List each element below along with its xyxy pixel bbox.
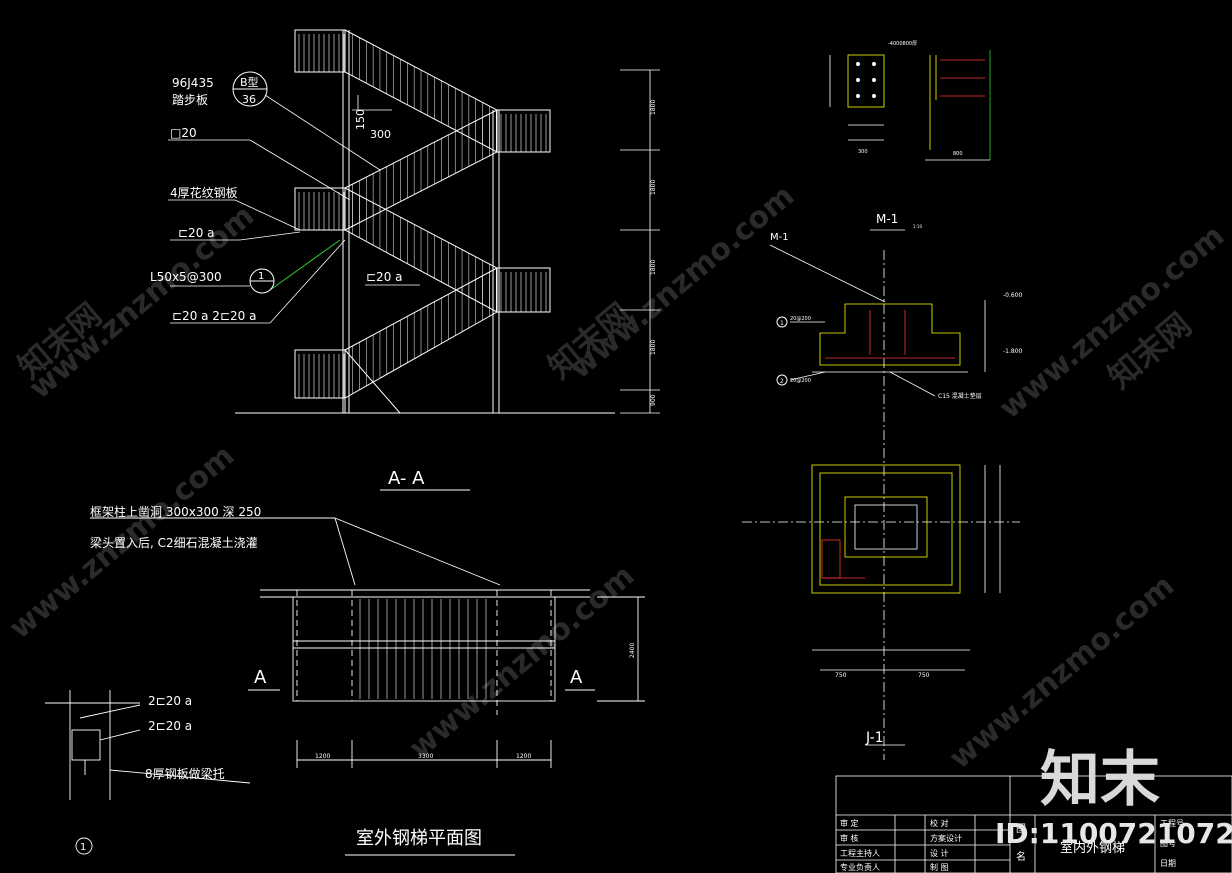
- detail-1-texts: 2⊏20 a 2⊏20 a 8厚钢板做梁托 1: [80, 694, 225, 853]
- m1-texts: -4000800厚 300 800 M-1 1:10: [858, 41, 963, 229]
- tb-row-1: 审 定: [840, 818, 859, 828]
- id-label: ID:1100721072: [995, 817, 1232, 850]
- tb-row2-4: 制 图: [930, 862, 949, 872]
- dim-2: 1800: [650, 180, 657, 195]
- brand-watermark: 知末 ID:1100721072: [995, 745, 1232, 850]
- watermark-layer: www.znzmo.com www.znzmo.com www.znzmo.co…: [3, 178, 1231, 776]
- label-checker-plate: 4厚花纹钢板: [170, 185, 238, 200]
- section-dims: [620, 69, 660, 414]
- detail-1-label-2: 2⊏20 a: [148, 719, 192, 733]
- bolt-hole: [872, 62, 876, 66]
- plan-dim-2: 3300: [418, 753, 433, 760]
- label-step-w: 300: [370, 128, 391, 141]
- dim-3: 1800: [650, 260, 657, 275]
- dim-4: 1800: [650, 340, 657, 355]
- stair-flights: [344, 29, 498, 414]
- j1-concrete-note: C15 混凝土垫层: [938, 392, 982, 400]
- label-step-h: 150: [354, 109, 367, 130]
- tb-row-3: 工程主持人: [840, 848, 880, 858]
- j1-elev-top: -0.600: [1003, 292, 1023, 299]
- j1-rebar-2: 20@200: [790, 378, 811, 384]
- j1-elev-bot: -1.800: [1003, 348, 1023, 355]
- label-tread-ref: 96J435: [172, 76, 214, 90]
- j1-m1-label: M-1: [770, 232, 789, 243]
- detail-1-label-3: 8厚钢板做梁托: [145, 766, 225, 781]
- title-block: [835, 775, 1232, 873]
- plan-dim-1: 1200: [315, 753, 330, 760]
- tb-row-4: 专业负责人: [840, 862, 880, 872]
- dim-5: 900: [650, 394, 657, 406]
- detail-1-marker-text: 1: [80, 842, 86, 853]
- m1-dim-b: 800: [953, 151, 963, 157]
- j1-rebar-1: 20@200: [790, 316, 811, 322]
- m1-plate-detail: [829, 50, 991, 231]
- label-detail-no: 1: [258, 271, 264, 282]
- label-double-channel: ⊏20 a 2⊏20 a: [172, 309, 256, 323]
- plan-texts: 框架柱上凿洞 300x300 深 250 梁头置入后, C2细石混凝土浇灌 A …: [90, 504, 636, 849]
- label-tread-type: B型: [240, 75, 259, 89]
- tb-side-1: 图: [1016, 823, 1026, 835]
- tb-row2-3: 设 计: [930, 848, 949, 858]
- tb-row2-2: 方案设计: [930, 833, 962, 843]
- section-leaders: [168, 94, 420, 324]
- tb-right-3: 日期: [1160, 859, 1176, 868]
- section-title: A- A: [388, 468, 425, 489]
- j1-marker-2: 2: [776, 374, 788, 386]
- bolt-hole: [856, 78, 860, 82]
- svg-text:1: 1: [780, 320, 784, 327]
- leader-green: [269, 239, 341, 291]
- tb-side-2: 名: [1016, 850, 1026, 863]
- detail-1-label-1: 2⊏20 a: [148, 694, 192, 708]
- label-tread-sheet: 36: [242, 93, 256, 106]
- bolt-hole: [872, 94, 876, 98]
- dim-1: 1800: [650, 100, 657, 115]
- label-tread-name: 踏步板: [172, 93, 208, 107]
- section-mark-right: A: [570, 667, 583, 688]
- m1-title-scale: 1:10: [913, 224, 922, 229]
- m1-dim-a: 300: [858, 149, 868, 155]
- tb-row-2: 审 核: [840, 833, 859, 843]
- svg-text:2: 2: [780, 378, 784, 385]
- plan-note-2: 梁头置入后, C2细石混凝土浇灌: [90, 535, 258, 550]
- bolt-hole: [872, 78, 876, 82]
- plan-dim-3: 1200: [516, 753, 531, 760]
- label-channel-a3: ⊏20 a: [366, 270, 403, 284]
- bolt-hole: [856, 62, 860, 66]
- section-texts: 96J435 踏步板 B型 36 □20 4厚花纹钢板 ⊏20 a L50x5@…: [150, 75, 657, 489]
- section-mark-left: A: [254, 667, 267, 688]
- watermark-site-1: www.znzmo.com: [23, 198, 261, 406]
- tb-row2-1: 校 对: [930, 818, 949, 828]
- bolt-hole: [856, 94, 860, 98]
- j1-title: J-1: [865, 730, 884, 746]
- m1-note: -4000800厚: [888, 41, 917, 47]
- j1-foundation-detail: [742, 244, 1020, 760]
- tb-right-2: 图号: [1160, 839, 1176, 848]
- j1-dim-h1: 750: [835, 672, 847, 679]
- plan-title: 室外钢梯平面图: [356, 828, 482, 849]
- brand-logo-text: 知末: [1040, 745, 1160, 815]
- m1-title: M-1: [876, 212, 898, 226]
- section-a-a: [168, 29, 660, 491]
- label-angle-steel: L50x5@300: [150, 270, 222, 284]
- watermark-site-3: www.znzmo.com: [993, 218, 1231, 426]
- j1-texts: M-1 -0.600 -1.800 20@200 20@200 C15 混凝土垫…: [770, 232, 1023, 746]
- detail-1: [45, 690, 251, 855]
- label-square-tube: □20: [170, 126, 197, 140]
- title-block-texts: 审 定 审 核 工程主持人 专业负责人 校 对 方案设计 设 计 制 图 图 名…: [840, 818, 1184, 872]
- plan-view: [90, 517, 645, 856]
- tb-right-1: 工程号: [1160, 819, 1184, 828]
- landing-railings: [294, 29, 551, 399]
- detail-1-marker: [75, 837, 93, 855]
- j1-dim-h2: 750: [918, 672, 930, 679]
- j1-marker-1: 1: [776, 316, 788, 328]
- label-channel-a1: ⊏20 a: [178, 226, 215, 240]
- plan-note-1: 框架柱上凿洞 300x300 深 250: [90, 504, 261, 519]
- watermark-site-5: www.znzmo.com: [403, 558, 641, 766]
- plan-dim-right: 2400: [629, 643, 636, 658]
- tb-project: 室内外钢梯: [1060, 840, 1125, 856]
